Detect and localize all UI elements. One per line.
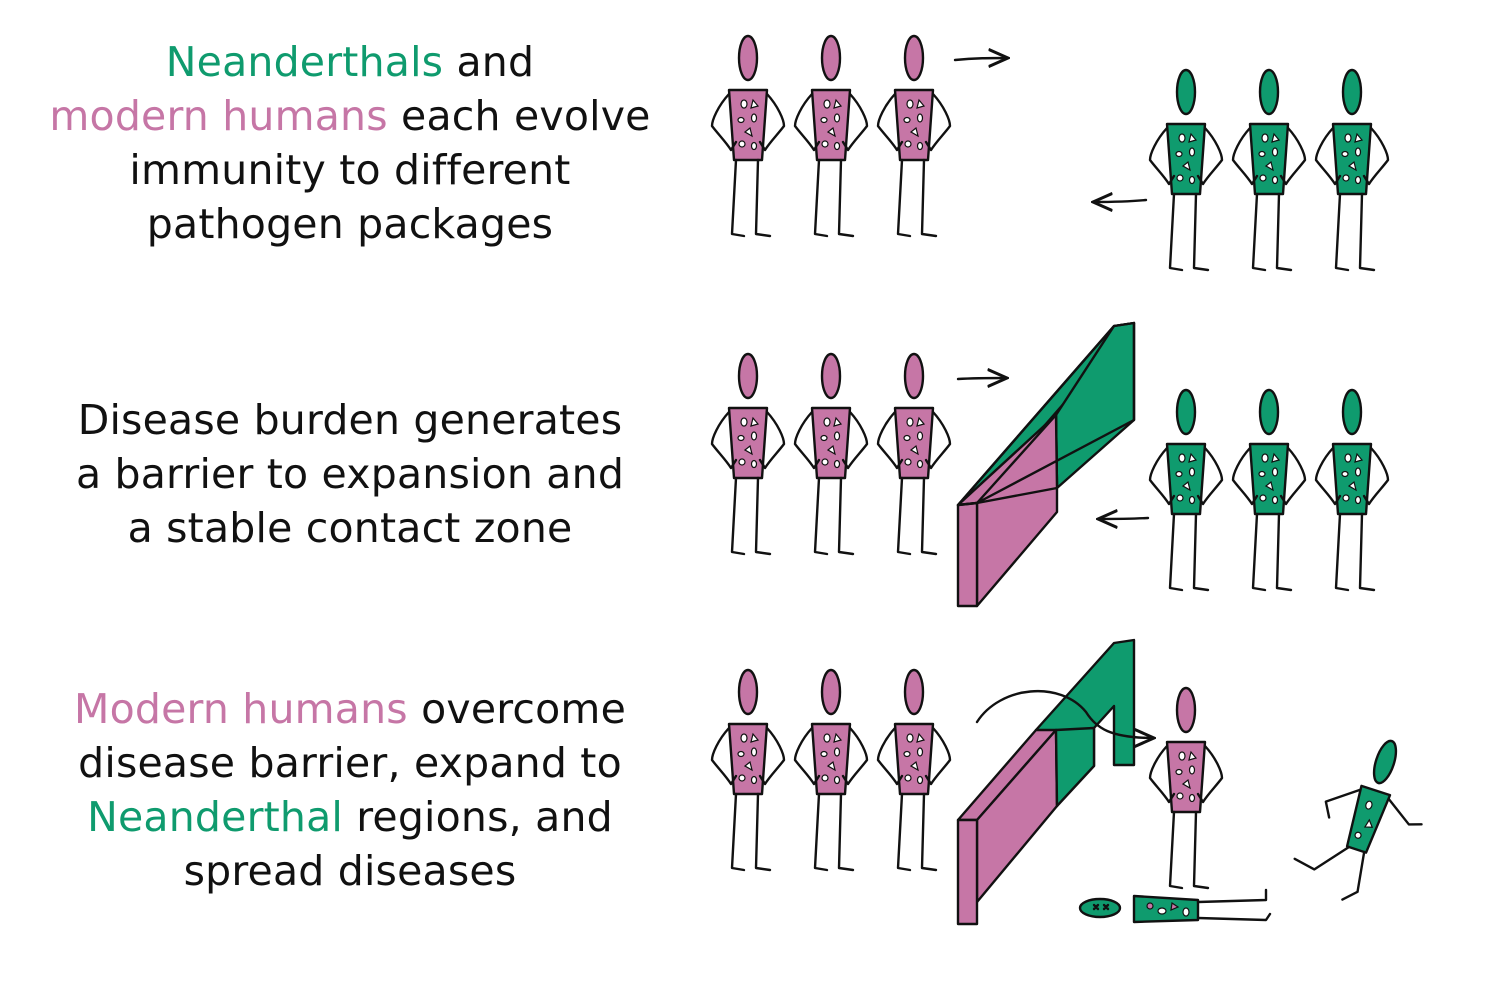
panel-1-caption: Neanderthals and modern humans each evol…: [20, 35, 680, 251]
direction-arrow-icon: [953, 58, 1008, 60]
caption-line: Disease burden generates: [77, 396, 623, 444]
neanderthal-figure-icon: [1148, 388, 1224, 592]
direction-arrow-icon: [1093, 200, 1148, 202]
caption-line: disease barrier, expand to: [78, 739, 622, 787]
neanderthals-term: Neanderthals: [165, 38, 444, 86]
modern-human-figure-icon: [876, 352, 952, 556]
caption-line: a barrier to expansion and: [75, 450, 625, 498]
fallen-neanderthal-icon: [1078, 888, 1272, 924]
neanderthal-figure-icon: [1231, 68, 1307, 272]
neanderthal-figure-icon: [1148, 68, 1224, 272]
caption-line: immunity to different: [129, 146, 571, 194]
modern-human-figure-icon: [876, 668, 952, 872]
modern-human-figure-icon: [793, 34, 869, 238]
modern-humans-term: modern humans: [49, 92, 388, 140]
modern-humans-term: Modern humans: [74, 685, 408, 733]
modern-human-figure-icon: [710, 34, 786, 238]
direction-arrow-icon: [956, 378, 1007, 379]
panel-2-neanderthals: [1148, 388, 1390, 592]
modern-human-figure-icon: [710, 668, 786, 872]
caption-line: a stable contact zone: [127, 504, 573, 552]
fleeing-neanderthal-icon: [1293, 739, 1423, 901]
panel-1-modern-humans: [710, 34, 952, 238]
disease-barrier-wall-icon: [956, 321, 1136, 608]
caption-line: pathogen packages: [146, 200, 554, 248]
neanderthal-figure-icon: [1314, 388, 1390, 592]
neanderthal-figure-icon: [1314, 68, 1390, 272]
neanderthal-figure-icon: [1231, 388, 1307, 592]
broken-disease-barrier-wall-icon: [956, 638, 1136, 926]
panel-3-caption: Modern humans overcome disease barrier, …: [20, 682, 680, 898]
neanderthal-term: Neanderthal: [87, 793, 343, 841]
panel-2-modern-humans: [710, 352, 952, 556]
panel-3-modern-humans: [710, 668, 952, 872]
modern-human-figure-icon: [1148, 686, 1224, 890]
modern-human-figure-icon: [793, 668, 869, 872]
modern-human-figure-icon: [710, 352, 786, 556]
panel-1-neanderthals: [1148, 68, 1390, 272]
panel-2-caption: Disease burden generates a barrier to ex…: [20, 393, 680, 555]
caption-line: spread diseases: [183, 847, 517, 895]
direction-arrow-icon: [975, 689, 1154, 738]
modern-human-figure-icon: [876, 34, 952, 238]
modern-human-figure-icon: [793, 352, 869, 556]
direction-arrow-icon: [1098, 518, 1150, 519]
